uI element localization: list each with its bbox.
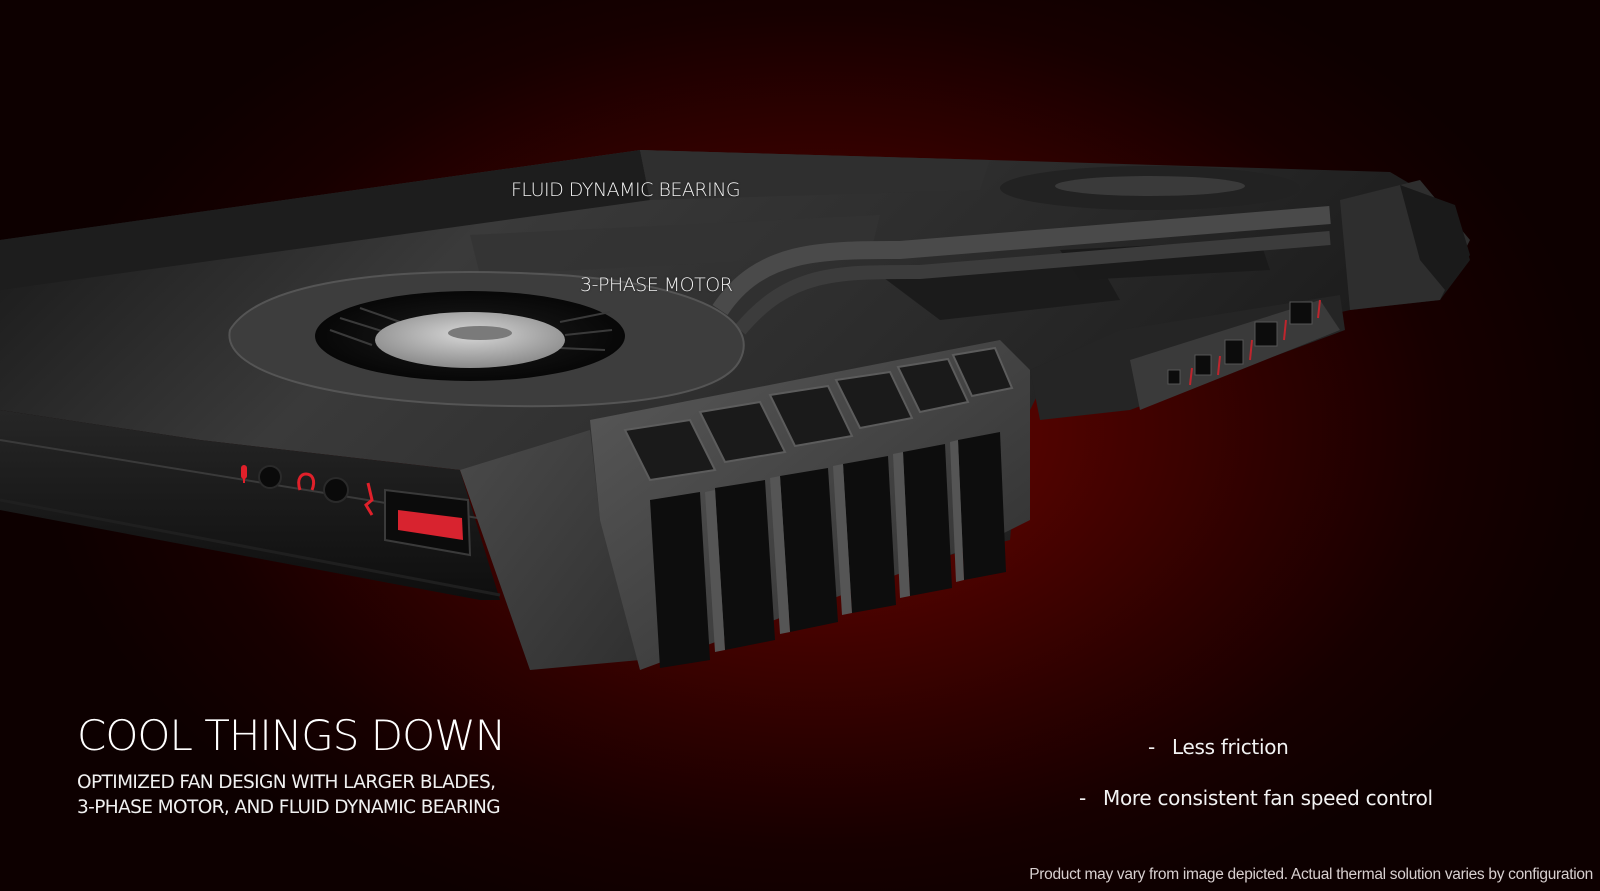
bullet-text: More consistent fan speed control [1103,786,1433,810]
usb-port-right [1254,321,1278,347]
headphone-jack [323,477,349,503]
bullet-dash: - [1079,786,1086,810]
bullet-text: Less friction [1172,735,1289,759]
slide-headline: COOL THINGS DOWN [77,711,506,760]
subhead-line-1: OPTIMIZED FAN DESIGN WITH LARGER BLADES, [77,772,496,793]
disclaimer-footnote: Product may vary from image depicted. Ac… [1029,866,1593,883]
microphone-icon [241,465,247,483]
hdmi-port [1224,339,1244,365]
bullet-item: -More consistent fan speed control [1079,786,1433,810]
thunderbolt-port [1194,354,1212,376]
usb-port-right-2 [1289,301,1313,325]
callout-fluid-dynamic-bearing: FLUID DYNAMIC BEARING [511,179,741,201]
rj45-port [1167,369,1181,385]
headphone-icon [297,472,316,491]
mic-jack [258,465,282,489]
usb-charging-icon [364,482,374,516]
bullet-dash: - [1148,735,1155,759]
slide-subhead: OPTIMIZED FAN DESIGN WITH LARGER BLADES,… [77,770,501,820]
callout-3-phase-motor: 3-PHASE MOTOR [580,274,733,296]
subhead-line-2: 3-PHASE MOTOR, AND FLUID DYNAMIC BEARING [77,797,501,818]
bullet-item: -Less friction [1148,735,1289,759]
